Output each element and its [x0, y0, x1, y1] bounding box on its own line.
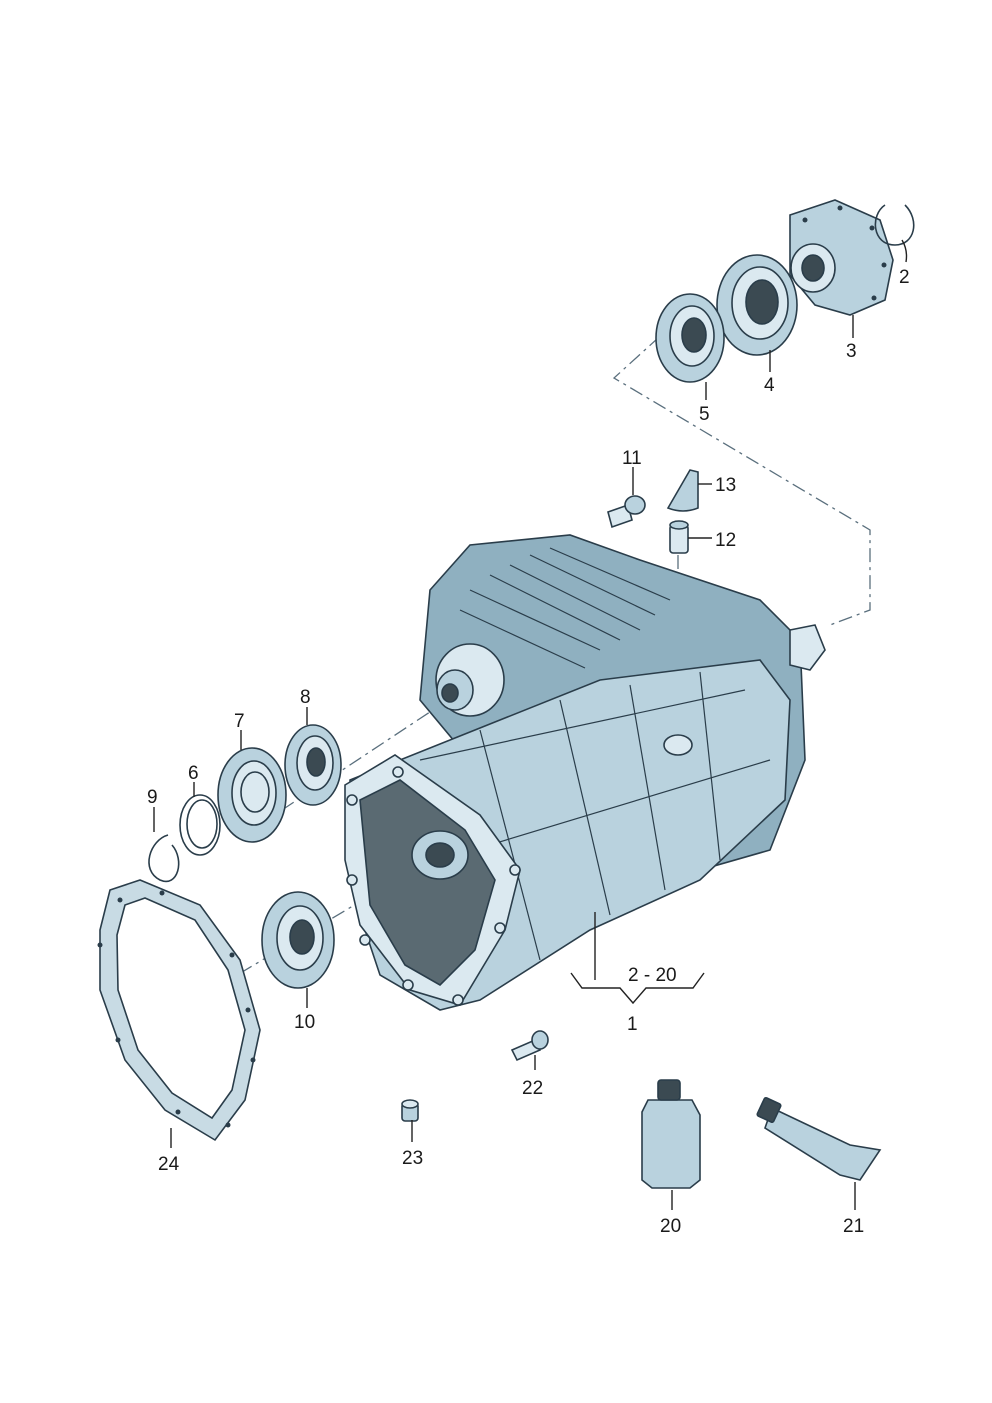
input-shaft-bore: [425, 842, 455, 868]
callout-1: 1: [627, 1014, 638, 1035]
bell-housing-opening: [359, 779, 496, 986]
seal-8: [284, 724, 342, 806]
dowel-23: [401, 1099, 419, 1122]
gasket-24: [97, 879, 261, 1142]
callout-22: 22: [522, 1078, 543, 1099]
transmission-housing: [344, 534, 826, 1011]
range-brace: [570, 972, 705, 1005]
callout-13: 13: [715, 475, 736, 496]
callout-5: 5: [699, 404, 710, 425]
callout-24: 24: [158, 1154, 180, 1175]
rear-output-stub: [789, 624, 826, 671]
output-flange: [789, 199, 894, 316]
output-shaft-spline: [441, 683, 459, 703]
callout-10: 10: [294, 1012, 315, 1033]
callout-20: 20: [660, 1216, 681, 1237]
vent-boss: [663, 734, 693, 756]
callout-8: 8: [300, 687, 311, 708]
flange-bolts: [346, 766, 521, 1006]
callout-21: 21: [843, 1216, 864, 1237]
callouts: 2 3 4 5 11 13 12 8 7 6 9 10 2 - 20 1 22 …: [147, 267, 910, 1237]
callout-range: 2 - 20: [628, 965, 677, 986]
bolt-11: [607, 495, 646, 529]
callout-2: 2: [899, 267, 910, 288]
cooling-ribs: [459, 547, 671, 669]
vent-12: [669, 520, 689, 554]
callout-23: 23: [402, 1148, 423, 1169]
seal-5: [655, 293, 725, 383]
callout-9: 9: [147, 787, 158, 808]
callout-4: 4: [764, 375, 775, 396]
seal-10: [261, 891, 335, 989]
callout-11: 11: [622, 448, 642, 469]
vent-cap-13: [666, 469, 699, 512]
callout-6: 6: [188, 763, 199, 784]
bearing-4: [716, 254, 798, 356]
circlip-9: [148, 834, 180, 883]
callout-3: 3: [846, 341, 857, 362]
assembly-line-flange: [612, 299, 871, 626]
circlip-2: [874, 204, 915, 246]
bolt-22: [510, 1030, 549, 1062]
leader-lines: [153, 239, 908, 1210]
callout-12: 12: [715, 530, 736, 551]
grease-tube-21: [756, 1096, 882, 1181]
cover-7: [217, 747, 287, 843]
oil-bottle-20: [641, 1079, 701, 1189]
callout-7: 7: [234, 711, 245, 732]
ring-6: [179, 794, 221, 856]
